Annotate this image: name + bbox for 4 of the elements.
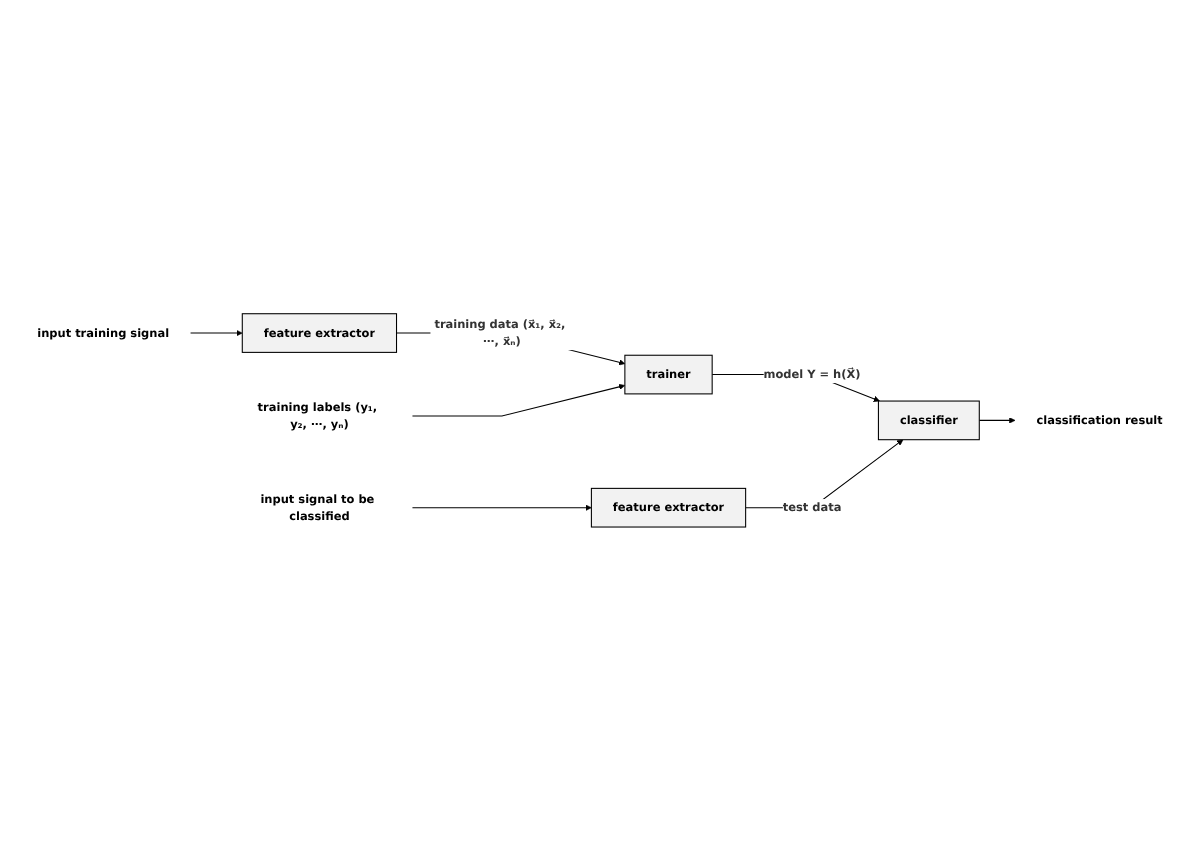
arrow	[411, 383, 626, 416]
arrow	[190, 329, 243, 336]
arrow	[411, 503, 592, 511]
arrow	[978, 416, 1016, 423]
